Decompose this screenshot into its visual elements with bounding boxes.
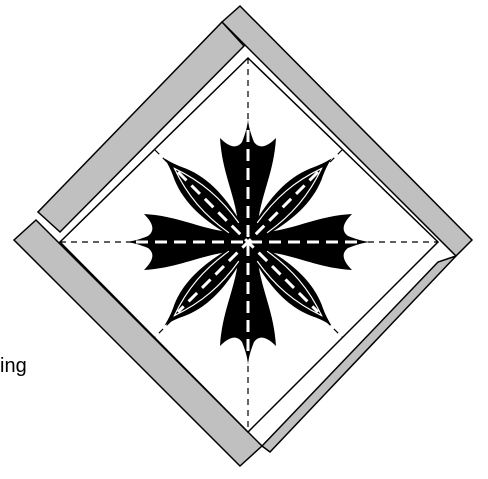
caption-text: ing — [0, 356, 27, 376]
